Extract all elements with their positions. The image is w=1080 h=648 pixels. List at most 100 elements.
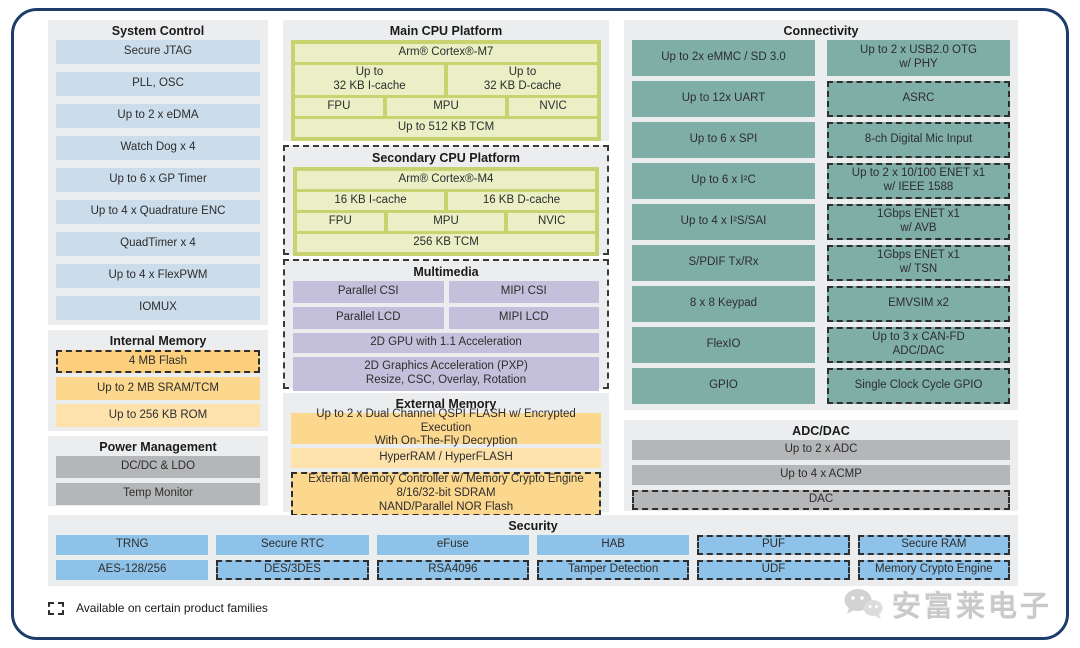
section-power-management: Power Management DC/DC & LDO Temp Monito… [48,436,268,506]
block-dcdc-ldo: DC/DC & LDO [56,456,260,478]
block-hab: HAB [536,535,690,555]
block-digital-mic: 8-ch Digital Mic Input [827,122,1010,158]
block-m7-nvic: NVIC [509,98,598,116]
section-multimedia: Multimedia Parallel CSI MIPI CSI Paralle… [283,259,609,391]
block-m7-dcache: Up to 32 KB D-cache [448,65,597,95]
section-title-connectivity: Connectivity [783,24,859,38]
block-puf: PUF [697,535,850,555]
section-title-multimedia: Multimedia [413,265,479,279]
block-m4-fpu: FPU [297,213,384,231]
block-efuse: eFuse [376,535,529,555]
section-title-system-control: System Control [111,24,205,38]
block-m7-tcm: Up to 512 KB TCM [295,119,597,137]
block-temp-monitor: Temp Monitor [56,483,260,505]
block-sram-tcm: Up to 2 MB SRAM/TCM [56,377,260,400]
section-title-power-management: Power Management [99,440,217,454]
block-mipi-lcd: MIPI LCD [448,307,599,329]
block-emvsim: EMVSIM x2 [827,286,1010,322]
section-main-cpu-platform: Main CPU Platform Arm® Cortex®-M7 Up to … [283,20,609,141]
block-secure-jtag: Secure JTAG [56,40,260,64]
block-rom: Up to 256 KB ROM [56,404,260,427]
block-secure-ram: Secure RAM [857,535,1010,555]
section-title-security: Security [508,519,558,533]
block-enet-10-100: Up to 2 x 10/100 ENET x1 w/ IEEE 1588 [827,163,1010,199]
block-i2s-sai: Up to 4 x I²S/SAI [632,204,815,240]
block-spi: Up to 6 x SPI [632,122,815,158]
section-secondary-cpu-platform: Secondary CPU Platform Arm® Cortex®-M4 1… [283,145,609,256]
block-uart: Up to 12x UART [632,81,815,117]
block-flexpwm: Up to 4 x FlexPWM [56,264,260,288]
block-m4-icache: 16 KB I-cache [297,192,444,210]
block-gp-timer: Up to 6 x GP Timer [56,168,260,192]
section-title-internal-memory: Internal Memory [109,334,207,348]
block-external-memory-controller: External Memory Controller w/ Memory Cry… [291,472,601,516]
legend-label: Available on certain product families [76,601,268,615]
block-usb-otg: Up to 2 x USB2.0 OTG w/ PHY [827,40,1010,76]
connectivity-right-column: Up to 2 x USB2.0 OTG w/ PHY ASRC 8-ch Di… [827,40,1010,404]
block-udf: UDF [697,560,850,580]
section-title-secondary-cpu-platform: Secondary CPU Platform [372,151,520,165]
block-aes: AES-128/256 [56,560,209,580]
watermark-text: 安富莱电子 [891,591,1052,623]
block-trng: TRNG [56,535,209,555]
block-acmp: Up to 4 x ACMP [632,465,1010,485]
block-spdif: S/PDIF Tx/Rx [632,245,815,281]
legend-dashed-box-icon [48,601,64,615]
section-external-memory: External Memory Up to 2 x Dual Channel Q… [283,393,609,516]
block-flexio: FlexIO [632,327,815,363]
block-m4-dcache: 16 KB D-cache [448,192,595,210]
block-single-cycle-gpio: Single Clock Cycle GPIO [827,368,1010,404]
section-system-control: System Control Secure JTAG PLL, OSC Up t… [48,20,268,325]
block-4mb-flash: 4 MB Flash [56,350,260,373]
block-m7-icache: Up to 32 KB I-cache [295,65,444,95]
block-keypad: 8 x 8 Keypad [632,286,815,322]
block-pxp: 2D Graphics Acceleration (PXP) Resize, C… [293,357,599,391]
block-enet-1g-tsn: 1Gbps ENET x1 w/ TSN [827,245,1010,281]
legend: Available on certain product families [48,601,268,615]
section-title-adc-dac: ADC/DAC [792,424,850,438]
watermark: 安富莱电子 [842,583,1052,625]
block-rsa4096: RSA4096 [376,560,529,580]
block-edma: Up to 2 x eDMA [56,104,260,128]
block-enet-1g-avb: 1Gbps ENET x1 w/ AVB [827,204,1010,240]
section-security: Security TRNG Secure RTC eFuse HAB PUF S… [48,515,1018,586]
block-m7-fpu: FPU [295,98,383,116]
block-m4-mpu: MPU [387,213,505,231]
block-memory-crypto-engine: Memory Crypto Engine [857,560,1010,580]
block-cortex-m7: Arm® Cortex®-M7 [295,44,597,62]
block-quadtimer: QuadTimer x 4 [56,232,260,256]
block-m4-tcm: 256 KB TCM [297,234,595,252]
block-asrc: ASRC [827,81,1010,117]
block-parallel-lcd: Parallel LCD [293,307,444,329]
block-watchdog: Watch Dog x 4 [56,136,260,160]
block-qspi-flash: Up to 2 x Dual Channel QSPI FLASH w/ Enc… [291,408,601,447]
wechat-icon [844,589,883,619]
block-iomux: IOMUX [56,296,260,320]
section-internal-memory: Internal Memory 4 MB Flash Up to 2 MB SR… [48,330,268,431]
block-parallel-csi: Parallel CSI [293,281,444,303]
block-m4-nvic: NVIC [508,213,595,231]
block-m7-mpu: MPU [386,98,506,116]
block-dac: DAC [632,490,1010,510]
block-adc: Up to 2 x ADC [632,440,1010,460]
connectivity-left-column: Up to 2x eMMC / SD 3.0 Up to 12x UART Up… [632,40,815,404]
block-cortex-m4: Arm® Cortex®-M4 [297,171,595,189]
block-i2c: Up to 6 x I²C [632,163,815,199]
section-adc-dac: ADC/DAC Up to 2 x ADC Up to 4 x ACMP DAC [624,420,1018,511]
block-2d-gpu: 2D GPU with 1.1 Acceleration [293,333,599,353]
main-cpu-core-panel: Arm® Cortex®-M7 Up to 32 KB I-cache Up t… [291,40,601,141]
block-secure-rtc: Secure RTC [216,535,369,555]
section-title-main-cpu-platform: Main CPU Platform [389,24,503,38]
block-quadrature-enc: Up to 4 x Quadrature ENC [56,200,260,224]
secondary-cpu-core-panel: Arm® Cortex®-M4 16 KB I-cache 16 KB D-ca… [293,167,599,256]
block-pll-osc: PLL, OSC [56,72,260,96]
block-can-fd: Up to 3 x CAN-FD ADC/DAC [827,327,1010,363]
block-des-3des: DES/3DES [216,560,369,580]
section-title-external-memory: External Memory [395,397,497,411]
block-tamper-detection: Tamper Detection [536,560,690,580]
block-mipi-csi: MIPI CSI [448,281,599,303]
block-gpio: GPIO [632,368,815,404]
block-emmc-sd: Up to 2x eMMC / SD 3.0 [632,40,815,76]
block-hyperram-hyperflash: HyperRAM / HyperFLASH [291,448,601,468]
